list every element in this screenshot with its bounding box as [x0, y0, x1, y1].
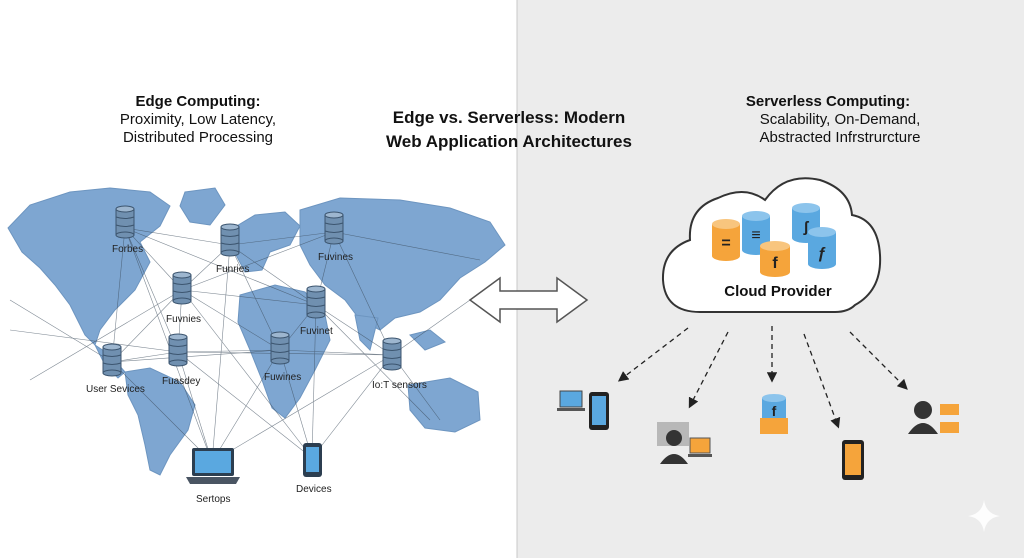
edge-node-n2: Funries: [216, 223, 249, 275]
phone-label: Devices: [296, 484, 332, 495]
edge-desc-line1: Proximity, Low Latency,: [120, 111, 276, 128]
sparkle-icon: [968, 500, 1000, 532]
function-db-orange-client: f: [760, 394, 788, 434]
serverless-desc-line2: Abstracted Infrstrurcture: [760, 129, 921, 146]
laptop-icon-small: [557, 390, 585, 411]
svg-text:Fuvinet: Fuvinet: [300, 326, 333, 337]
main-title-line1: Edge vs. Serverless: Modern: [393, 108, 625, 127]
svg-text:f: f: [772, 255, 778, 272]
smartphone-icon-orange: [842, 440, 864, 480]
edge-node-n7: Fuasdey: [162, 333, 200, 387]
svg-text:ʃ: ʃ: [803, 219, 810, 236]
function-db-orange-2: f: [760, 241, 790, 277]
user-with-laptop-icon: [657, 422, 712, 464]
serverless-desc-line1: Scalability, On-Demand,: [760, 111, 921, 128]
svg-text:Fuvnies: Fuvnies: [166, 314, 201, 325]
double-arrow-icon: [468, 276, 589, 324]
edge-node-n6: User Sevices: [86, 343, 145, 395]
svg-text:Funries: Funries: [216, 264, 249, 275]
main-title-line2: Web Application Architectures: [386, 132, 632, 151]
svg-text:Fuwines: Fuwines: [264, 372, 301, 383]
cloud-provider-label: Cloud Provider: [724, 283, 832, 300]
user-with-device-icon: [908, 401, 959, 434]
edge-desc-line2: Distributed Processing: [123, 129, 273, 146]
svg-text:=: =: [721, 235, 730, 252]
svg-text:Io:T sensors: Io:T sensors: [372, 380, 427, 391]
edge-heading: Edge Computing:: [136, 93, 261, 110]
function-db-orange-1: =: [712, 219, 740, 261]
function-db-blue-3: ƒ: [808, 227, 836, 269]
serverless-heading: Serverless Computing:: [746, 93, 910, 110]
svg-text:User Sevices: User Sevices: [86, 384, 145, 395]
edge-node-n1: Forbes: [112, 205, 143, 255]
laptop-label: Sertops: [196, 494, 230, 505]
edge-node-n3: Fuvines: [318, 211, 353, 263]
edge-node-n9: Io:T sensors: [372, 337, 427, 391]
svg-text:ƒ: ƒ: [818, 245, 827, 262]
svg-text:≡: ≡: [751, 227, 760, 244]
svg-text:Forbes: Forbes: [112, 244, 143, 255]
dispatch-arrows: [617, 326, 908, 429]
smartphone-icon: [303, 443, 322, 477]
smartphone-icon-blue: [589, 392, 609, 430]
svg-text:Fuasdey: Fuasdey: [162, 376, 200, 387]
edge-node-n5: Fuvinet: [300, 285, 333, 337]
edge-node-n8: Fuwines: [264, 331, 301, 383]
edge-node-n4: Fuvnies: [166, 271, 201, 325]
svg-text:Fuvines: Fuvines: [318, 252, 353, 263]
svg-text:f: f: [772, 403, 777, 419]
laptop-icon: [186, 448, 240, 484]
